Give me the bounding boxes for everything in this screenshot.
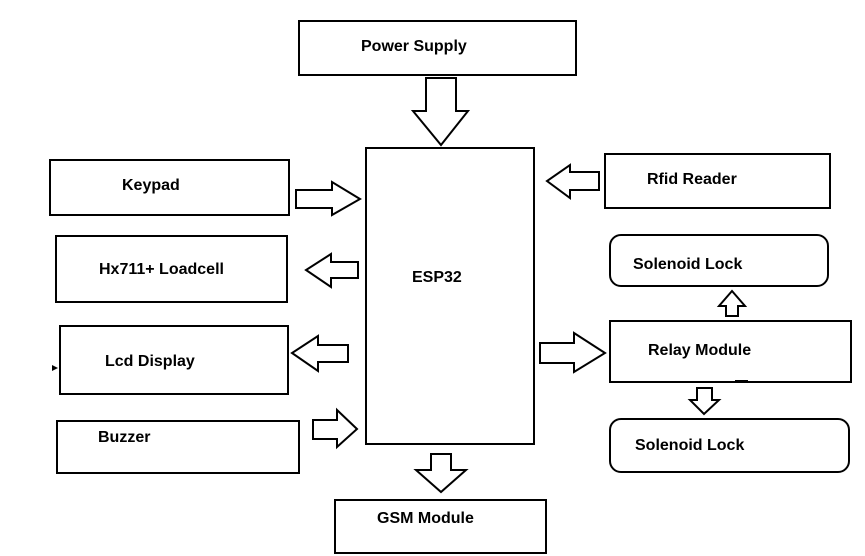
gsm-module-box: [334, 499, 547, 554]
arrow-buzzer-to-esp32: [312, 407, 359, 450]
power-supply-box: [298, 20, 577, 76]
rfid-reader-box: [604, 153, 831, 209]
esp32-label: ESP32: [412, 269, 462, 286]
solenoid-lock-top-label: Solenoid Lock: [633, 256, 743, 273]
buzzer-box: [56, 420, 300, 474]
keypad-box: [49, 159, 290, 216]
arrow-esp32-to-gsm: [413, 453, 469, 494]
stray-mark-left: [52, 365, 58, 371]
arrow-rfid-to-esp32: [545, 163, 600, 200]
arrow-power-to-esp32: [410, 77, 471, 147]
arrow-esp32-to-loadcell: [304, 252, 359, 289]
solenoid-lock-bottom-label: Solenoid Lock: [635, 437, 745, 454]
arrow-relay-to-solenoid-top: [716, 289, 748, 317]
relay-module-label: Relay Module: [648, 342, 752, 359]
relay-module-box: [609, 320, 852, 383]
buzzer-label: Buzzer: [98, 429, 151, 446]
lcd-display-box: [59, 325, 289, 395]
solenoid-lock-bottom-box: [609, 418, 850, 473]
loadcell-label: Hx711+ Loadcell: [99, 261, 224, 278]
power-supply-label: Power Supply: [361, 38, 467, 55]
arrow-esp32-to-lcd: [290, 334, 349, 373]
arrow-keypad-to-esp32: [295, 180, 362, 217]
rfid-reader-label: Rfid Reader: [647, 171, 737, 188]
esp32-box: [365, 147, 535, 445]
solenoid-lock-top-box: [609, 234, 829, 287]
loadcell-box: [55, 235, 288, 303]
arrow-esp32-to-relay: [539, 331, 607, 374]
arrow-relay-to-solenoid-bottom: [687, 387, 722, 416]
gsm-module-label: GSM Module: [377, 510, 474, 527]
keypad-label: Keypad: [122, 177, 180, 194]
lcd-display-label: Lcd Display: [105, 353, 195, 370]
